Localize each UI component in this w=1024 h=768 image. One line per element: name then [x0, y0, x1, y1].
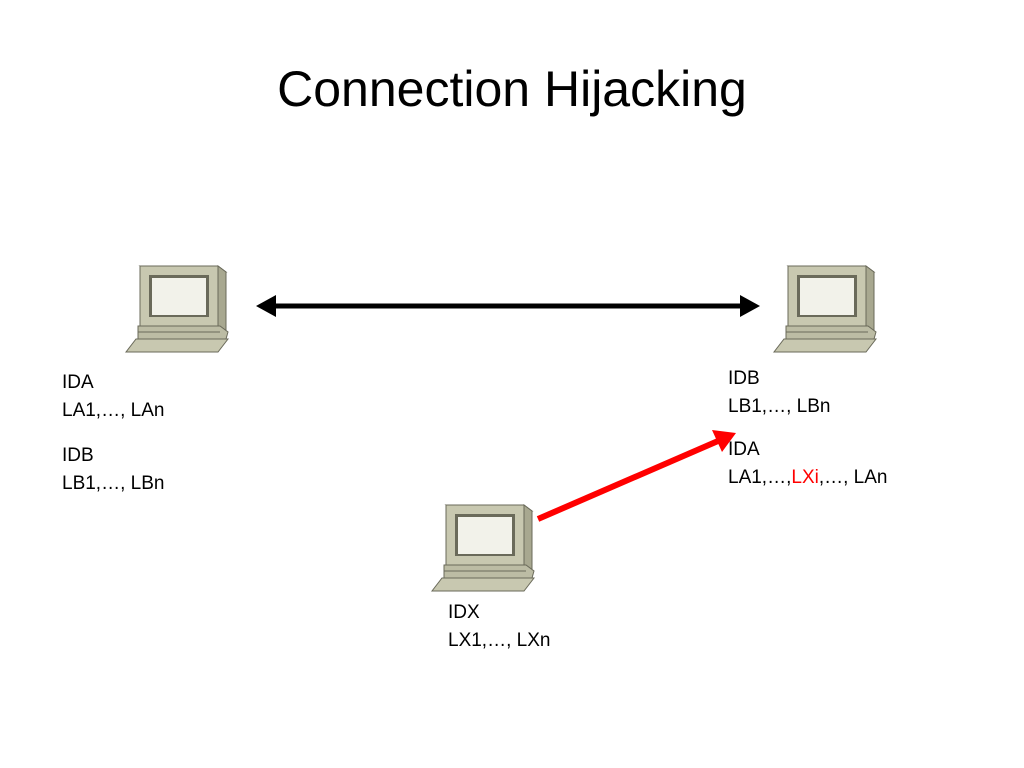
attacker-locators: LX1,…, LXn	[448, 630, 551, 651]
host-b-peer-id: IDA	[728, 439, 760, 460]
page-title: Connection Hijacking	[277, 61, 747, 117]
computer-icon	[125, 265, 229, 353]
host-b-peer-locators: LA1,…,LXi,…, LAn	[728, 464, 888, 492]
host-a-peer-label: IDB LB1,…, LBn	[62, 442, 164, 498]
attacker-label: IDX LX1,…, LXn	[448, 599, 550, 655]
locators-before: LA1,…,	[728, 467, 792, 488]
connection-arrow	[256, 295, 760, 317]
attacker-id: IDX	[448, 602, 480, 623]
computer-icon	[431, 504, 535, 592]
host-b-id: IDB	[728, 368, 760, 389]
injected-locator: LXi	[791, 467, 819, 488]
host-b-locators: LB1,…, LBn	[728, 396, 831, 417]
host-a-peer-id: IDB	[62, 445, 94, 466]
host-a-own-label: IDA LA1,…, LAn	[62, 369, 164, 425]
host-a-peer-locators: LB1,…, LBn	[62, 473, 165, 494]
host-a-id: IDA	[62, 372, 94, 393]
computer-icon	[773, 265, 877, 353]
hijack-arrow	[536, 430, 736, 522]
host-b-own-label: IDB LB1,…, LBn	[728, 365, 830, 421]
host-b-peer-label: IDA LA1,…,LXi,…, LAn	[728, 436, 888, 492]
locators-after: ,…, LAn	[818, 467, 888, 488]
host-a-locators: LA1,…, LAn	[62, 400, 165, 421]
